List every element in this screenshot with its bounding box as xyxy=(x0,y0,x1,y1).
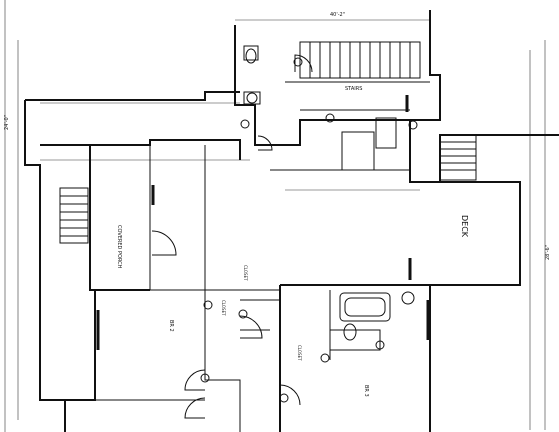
label-closet-b: CLOSET xyxy=(221,300,226,316)
label-bedroom-left: BR 2 xyxy=(168,320,174,332)
label-stairs: STAIRS xyxy=(345,86,362,92)
dim-top-width: 40'-2" xyxy=(330,12,345,18)
windows xyxy=(96,95,430,350)
upper-stairs xyxy=(299,41,421,79)
interior-walls xyxy=(95,81,430,432)
door-swings xyxy=(151,54,313,419)
label-closet-c: CLOSET xyxy=(297,345,302,361)
label-deck: DECK xyxy=(460,215,469,238)
label-porch: COVERED PORCH xyxy=(116,225,122,269)
bathroom-fixtures xyxy=(243,45,415,341)
deck-stairs xyxy=(439,134,477,181)
porch-stairs xyxy=(59,187,89,244)
kitchen-island xyxy=(341,117,397,171)
dimension-lines xyxy=(4,0,546,432)
dim-left-height: 24'-0" xyxy=(4,115,10,130)
dim-right-height: 28'-6" xyxy=(545,245,551,260)
label-bedroom-right: BR 3 xyxy=(363,385,369,397)
label-closet-a: CLOSET xyxy=(243,265,248,281)
exterior-walls xyxy=(24,10,559,432)
fixture-markers xyxy=(200,57,418,403)
